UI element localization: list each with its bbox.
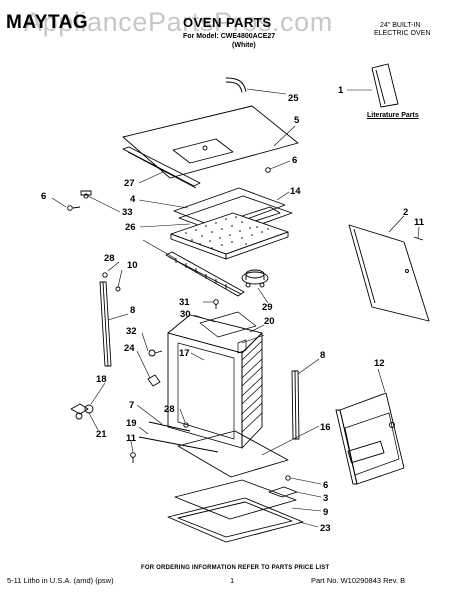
callout-12: 12 [374,358,385,369]
callout-8-left: 8 [130,305,135,316]
page-title: OVEN PARTS [183,15,272,30]
footer-page-number: 1 [230,576,235,585]
part-left-gasket [99,281,112,367]
callout-19: 19 [126,418,137,429]
part-bake-element-cover [174,479,297,520]
callout-17: 17 [179,348,190,359]
part-screw-bottom [130,452,136,463]
callout-8-right: 8 [320,350,325,361]
callout-6-bottom: 6 [323,480,328,491]
callout-9: 9 [323,507,328,518]
part-vent-strip [165,251,245,297]
part-control-bracket [335,392,405,485]
callout-21: 21 [96,429,107,440]
callout-11-right: 11 [414,217,425,228]
callout-28-left: 28 [104,253,115,264]
callout-25: 25 [288,93,299,104]
footer-part-number: Part No. W10290843 Rev. B [311,576,406,585]
model-number: For Model: CWE4800ACE27 [183,33,276,40]
footer-litho: 5-11 Litho in U.S.A. (amd) (psw) [7,576,114,585]
callout-5: 5 [294,115,300,126]
callout-26: 26 [125,222,136,233]
part-blower-motor [241,269,269,288]
ordering-info: FOR ORDERING INFORMATION REFER TO PARTS … [141,565,330,571]
callout-20: 20 [264,316,275,327]
callout-2: 2 [403,207,408,218]
part-thermal-switch [148,349,163,357]
callout-31: 31 [179,297,190,308]
part-literature-booklet [371,63,399,108]
product-type-line1: 24" BUILT-IN [380,22,421,29]
brand-logo: MAYTAG [6,12,89,33]
callout-30: 30 [180,309,191,320]
part-side-panel [348,224,430,322]
callout-23: 23 [320,523,331,534]
callout-33: 33 [122,207,133,218]
callout-1: 1 [338,85,344,96]
model-color: (White) [232,42,256,49]
part-right-gasket [291,370,300,440]
part-rod-upper [148,421,191,432]
callout-10: 10 [127,260,138,271]
callout-6-top: 6 [292,155,297,166]
product-type-line2: ELECTRIC OVEN [374,30,431,37]
callout-16: 16 [320,422,331,433]
part-rod-lower [138,436,219,453]
part-screw [213,299,219,309]
callout-11-bottom: 11 [126,433,137,444]
part-bottom-panel [177,430,289,478]
part-oven-cavity [167,311,263,449]
part-insulation-blanket [170,212,289,260]
callout-18: 18 [96,374,107,385]
callout-28-bottom: 28 [164,404,175,415]
callout-27: 27 [124,178,135,189]
callout-14: 14 [290,186,301,197]
part-elbow [225,77,247,93]
literature-parts-label: Literature Parts [367,112,419,119]
callout-32: 32 [126,326,137,337]
callout-7: 7 [129,400,134,411]
part-top-panel [122,105,299,179]
part-hinge-bracket [147,374,161,387]
callout-4: 4 [130,194,136,205]
callout-3: 3 [323,493,328,504]
callout-24: 24 [124,343,135,354]
callout-29: 29 [262,302,273,313]
callout-6-left: 6 [41,191,46,202]
part-bottom-trim [167,497,304,543]
part-front-trim [122,146,201,187]
watermark: AppliancePartsPros.com [24,7,333,37]
part-screw-left [67,190,92,211]
part-oven-light-assembly [70,403,94,420]
